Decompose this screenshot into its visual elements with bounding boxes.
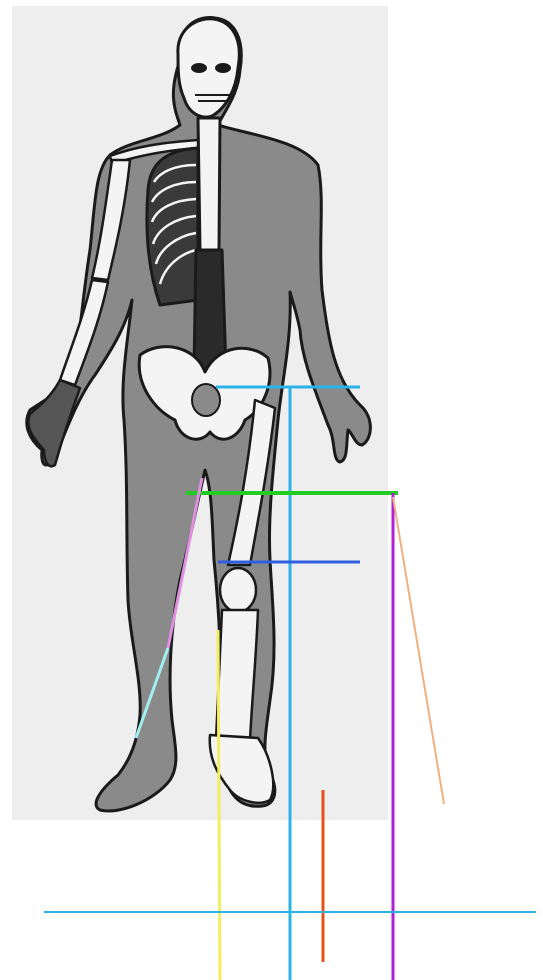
shin-vertical-line [218,630,220,980]
orange-diagonal-line [393,497,444,804]
tibia-fibula [216,610,258,740]
cervical-spine [198,118,220,250]
kneecap [220,568,256,612]
ribcage [147,148,198,305]
left-eye-socket [191,63,207,73]
pelvis-opening [192,384,220,416]
right-eye-socket [215,63,231,73]
